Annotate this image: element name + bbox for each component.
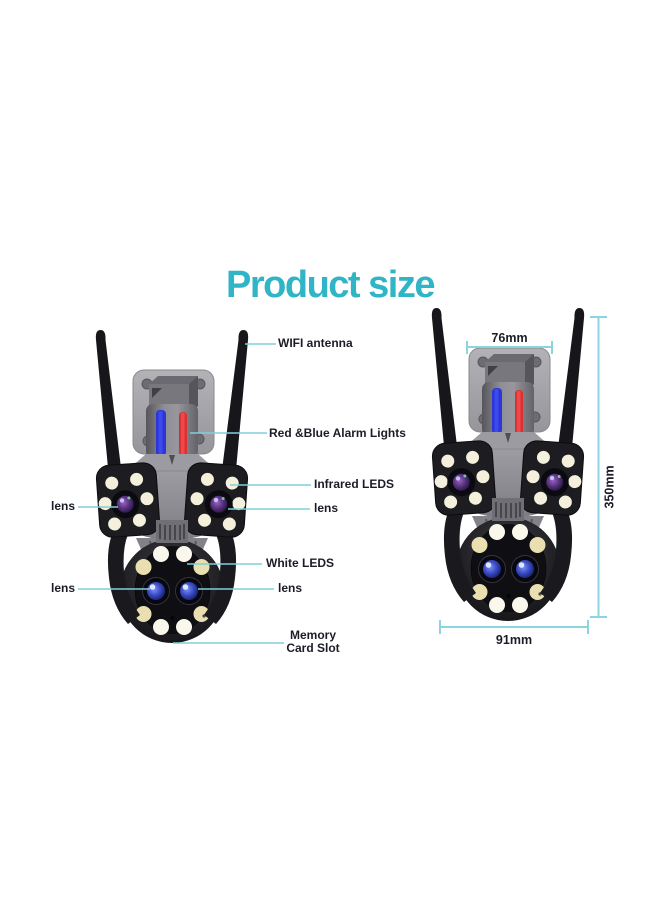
label-white-leds: White LEDS xyxy=(266,556,334,570)
page-title: Product size xyxy=(226,264,435,306)
label-lens-bottom-right: lens xyxy=(278,581,303,595)
label-memory-line2: Card Slot xyxy=(286,641,340,655)
callout-leader-lines xyxy=(78,343,311,644)
label-infrared-leds: Infrared LEDS xyxy=(314,477,395,491)
security-camera-left xyxy=(94,329,250,644)
dimension-height: 350mm xyxy=(602,465,617,509)
label-alarm-lights: Red &Blue Alarm Lights xyxy=(269,426,406,440)
dimension-bottom-width: 91mm xyxy=(495,633,533,647)
label-lens-top-right: lens xyxy=(314,501,339,515)
label-lens-top-left: lens xyxy=(50,499,75,513)
label-memory-card-slot: Memory Card Slot xyxy=(283,629,343,655)
label-lens-bottom-left: lens xyxy=(50,581,75,595)
dimension-top-width: 76mm xyxy=(491,331,528,345)
security-camera-right xyxy=(430,307,586,622)
dimension-lines xyxy=(439,316,607,634)
label-memory-line1: Memory xyxy=(289,628,336,642)
label-wifi-antenna: WIFI antenna xyxy=(278,336,353,350)
